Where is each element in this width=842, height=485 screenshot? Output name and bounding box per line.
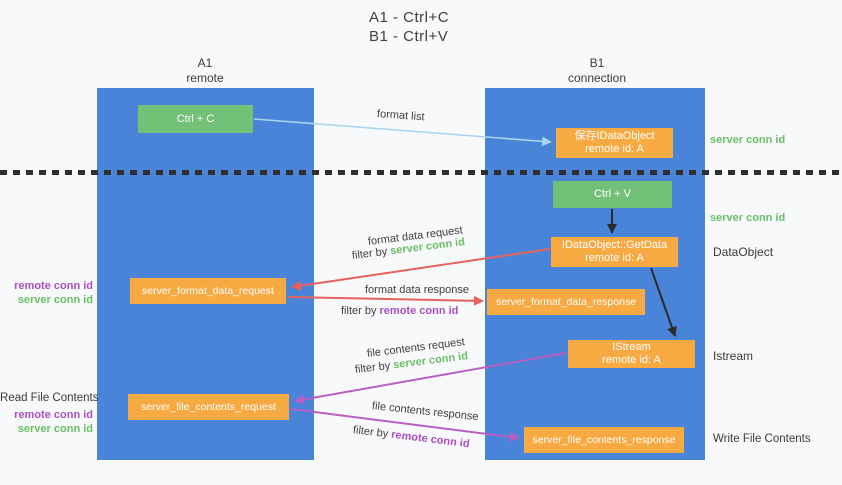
format-data-response-label: format data response [365, 284, 469, 296]
file-contents-request-arrow [294, 352, 567, 405]
istream-side-label: Istream [713, 349, 754, 363]
lifeline-b1-name: B1 [589, 56, 605, 70]
write-file-contents-label: Write File Contents [713, 433, 811, 445]
server-file-contents-response-label: server_file_contents_response [532, 433, 676, 446]
server-format-data-response-label: server_format_data_response [495, 295, 637, 308]
getdata-line1: IDataObject::GetData [561, 239, 668, 251]
getdata-to-istream-arrow [650, 267, 677, 337]
ctrl-c-node: Ctrl + C [138, 105, 253, 133]
file-contents-response-arrow [290, 408, 520, 442]
left-conn-id-labels-file: remote conn id server conn id [0, 408, 93, 436]
lifeline-a1-name: A1 [197, 56, 213, 70]
remote-conn-id-label: remote conn id [14, 409, 93, 421]
ctrl-c-label: Ctrl + C [176, 112, 215, 125]
format-data-request-arrow [291, 248, 551, 291]
filter-by-remote-conn-id-label: filter by remote conn id [341, 305, 458, 317]
istream-node: IStream remote id: A [568, 340, 695, 368]
save-idataobject-line2: remote id: A [585, 143, 644, 155]
istream-line1: IStream [612, 341, 651, 353]
server-conn-id-label: server conn id [17, 423, 93, 435]
server-file-contents-request-label: server_file_contents_request [141, 400, 276, 413]
save-idataobject-node: 保存IDataObject remote id: A [556, 128, 673, 158]
remote-conn-id-label: remote conn id [14, 280, 93, 292]
filter-by-text: filter by [341, 305, 377, 317]
read-file-contents-label: Read File Contents [0, 392, 99, 404]
getdata-line2: remote id: A [585, 252, 644, 264]
save-idataobject-line1: 保存IDataObject [574, 130, 655, 142]
ctrl-v-node: Ctrl + V [553, 181, 672, 208]
title-line-a1: A1 - Ctrl+C [369, 9, 450, 26]
remote-conn-id-text: remote conn id [379, 305, 459, 317]
format-list-arrow [253, 118, 552, 147]
phase-separator-line [0, 170, 842, 175]
server-format-data-request-label: server_format_data_request [142, 284, 274, 297]
server-conn-id-label: server conn id [710, 134, 786, 146]
lifeline-a1-role: remote [186, 71, 224, 85]
title-line-b1: B1 - Ctrl+V [369, 28, 449, 45]
lifeline-b1-role: connection [567, 71, 627, 85]
lifeline-a1-header: A1 remote [145, 56, 265, 86]
server-format-data-request-node: server_format_data_request [130, 278, 286, 304]
dataobject-label: DataObject [713, 245, 774, 259]
server-conn-id-label: server conn id [710, 212, 786, 224]
server-file-contents-response-node: server_file_contents_response [524, 427, 684, 453]
server-conn-id-label: server conn id [17, 294, 93, 306]
lifeline-b1-header: B1 connection [537, 56, 657, 86]
getdata-node: IDataObject::GetData remote id: A [551, 237, 678, 267]
format-data-response-arrow [287, 295, 484, 306]
istream-line2: remote id: A [602, 354, 661, 366]
server-file-contents-request-node: server_file_contents_request [128, 394, 289, 420]
left-conn-id-labels-format: remote conn id server conn id [0, 279, 93, 307]
server-format-data-response-node: server_format_data_response [487, 289, 645, 315]
diagram-title: A1 - Ctrl+C B1 - Ctrl+V [369, 8, 449, 46]
ctrl-v-label: Ctrl + V [594, 188, 631, 200]
